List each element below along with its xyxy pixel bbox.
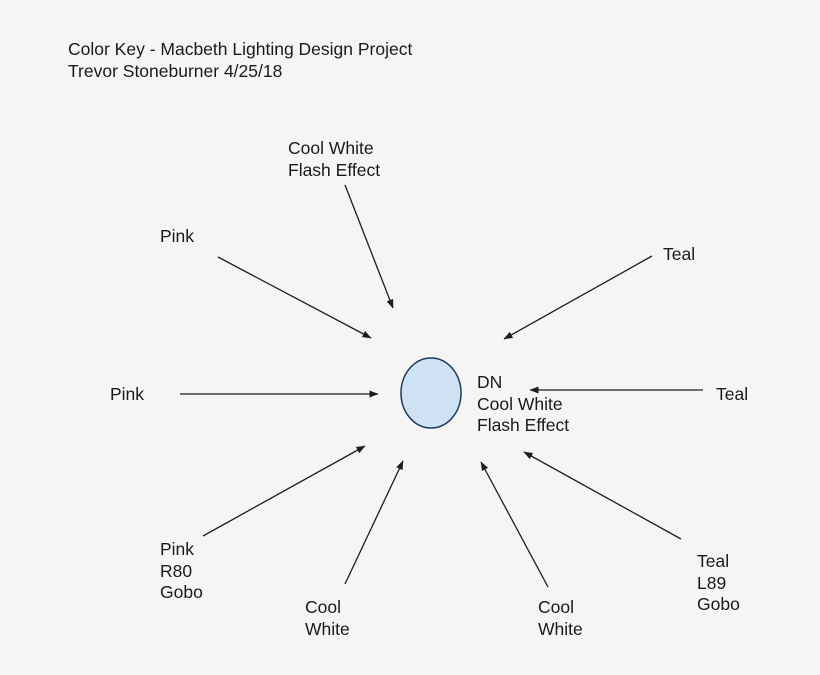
node-text: Teal: [716, 384, 749, 404]
node-text: Cool White: [288, 138, 374, 158]
node-text: Cool: [538, 597, 574, 617]
node-text: Pink: [160, 226, 195, 246]
arrow-pink-r80-gobo: [202, 445, 366, 537]
arrow-cool-white-flash-top: [344, 184, 394, 309]
node-text: Pink: [110, 384, 145, 404]
node-text: White: [305, 618, 350, 639]
arrow-cool-white-bottom-right: [480, 461, 549, 588]
node-label-cool-white-bottom-right: Cool White: [538, 597, 583, 640]
node-label-cool-white-flash-top: Cool White Flash Effect: [288, 138, 380, 181]
node-text: Pink: [160, 539, 195, 559]
node-text: Teal: [697, 551, 730, 571]
hub-label-line-2: Cool White: [477, 393, 563, 414]
node-text: White: [538, 618, 583, 639]
node-text: Gobo: [160, 582, 203, 602]
title-line-1: Color Key - Macbeth Lighting Design Proj…: [68, 39, 413, 59]
node-label-teal-right: Teal: [716, 384, 748, 406]
node-label-pink-r80-gobo: Pink R80 Gobo: [160, 539, 203, 604]
arrow-teal-l89-gobo: [523, 451, 682, 540]
node-text: Flash Effect: [288, 159, 381, 180]
node-text: R80: [160, 560, 193, 581]
node-label-teal-upper-right: Teal: [663, 244, 695, 266]
hub-label-line-3: Flash Effect: [477, 415, 570, 435]
node-label-pink-left: Pink: [110, 384, 144, 406]
hub-circle[interactable]: [400, 357, 462, 429]
arrow-pink-upper-left: [217, 256, 372, 339]
page-title: Color Key - Macbeth Lighting Design Proj…: [68, 38, 412, 82]
node-text: Gobo: [697, 594, 740, 614]
node-label-pink-upper-left: Pink: [160, 226, 194, 248]
node-text: Cool: [305, 597, 341, 617]
node-label-teal-l89-gobo: Teal L89 Gobo: [697, 551, 740, 616]
arrow-cool-white-bottom-left: [344, 460, 404, 585]
hub-label-line-1: DN: [477, 372, 503, 392]
node-text: L89: [697, 572, 727, 593]
node-text: Teal: [663, 244, 696, 264]
arrow-teal-upper-right: [503, 255, 653, 340]
title-line-2: Trevor Stoneburner 4/25/18: [68, 61, 283, 81]
hub-label: DN Cool White Flash Effect: [477, 372, 569, 437]
node-label-cool-white-bottom-left: Cool White: [305, 597, 350, 640]
